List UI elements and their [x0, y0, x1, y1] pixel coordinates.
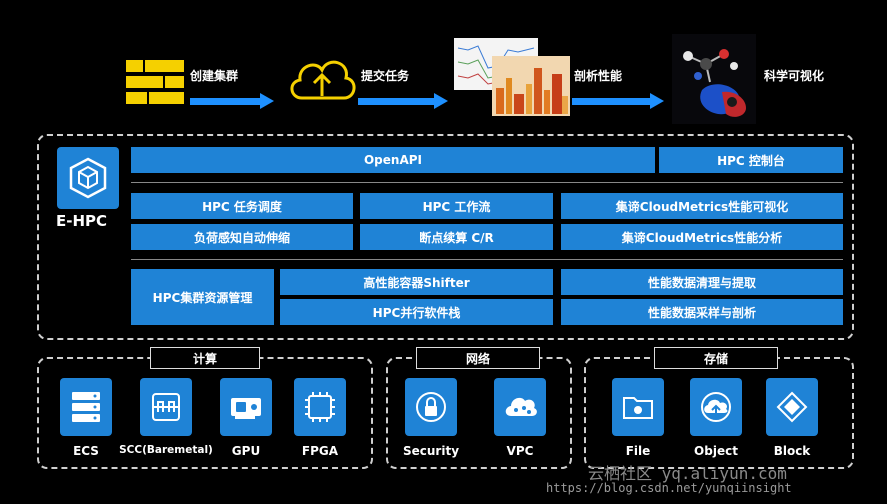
shifter-container-box: 高性能容器Shifter [280, 269, 553, 295]
flow-arrow [358, 93, 448, 109]
fpga-label: FPGA [301, 444, 339, 458]
flow-step-scientific-visualization: 科学可视化 [764, 69, 825, 83]
auto-scaling-box: 负荷感知自动伸缩 [131, 224, 353, 250]
object-label: Object [694, 444, 738, 458]
file-label: File [625, 444, 651, 458]
gpu-label: GPU [231, 444, 261, 458]
compute-title: 计算 [150, 347, 260, 369]
hpc-parallel-stack-box: HPC并行软件栈 [280, 299, 553, 325]
cloudmetrics-visualization-box: 集谛CloudMetrics性能可视化 [561, 193, 843, 219]
hpc-console-box: HPC 控制台 [659, 147, 843, 173]
performance-chart-icon [454, 38, 570, 116]
gpu-card-icon [220, 378, 272, 436]
watermark-brand: 云栖社区 yq.aliyun.com [588, 464, 787, 483]
security-lock-icon [405, 378, 457, 436]
storage-title: 存储 [654, 347, 778, 369]
ehpc-title: E-HPC [56, 212, 108, 230]
flow-arrow [190, 93, 274, 109]
cluster-stack-icon [124, 56, 186, 108]
object-storage-icon [690, 378, 742, 436]
fpga-chip-icon [294, 378, 346, 436]
hpc-cluster-resource-mgmt-box: HPC集群资源管理 [131, 269, 274, 325]
perf-data-cleanup-box: 性能数据清理与提取 [561, 269, 843, 295]
openapi-box: OpenAPI [131, 147, 655, 173]
scc-baremetal-label: SCC(Baremetal) [119, 444, 213, 456]
hpc-job-scheduling-box: HPC 任务调度 [131, 193, 353, 219]
baremetal-chip-icon [140, 378, 192, 436]
file-folder-icon [612, 378, 664, 436]
flow-arrow [572, 93, 664, 109]
vpc-cloud-icon [494, 378, 546, 436]
molecule-visualization-icon [672, 34, 756, 124]
perf-data-sampling-box: 性能数据采样与剖析 [561, 299, 843, 325]
watermark-url: https://blog.csdn.net/yunqiinsight [546, 481, 792, 495]
network-title: 网络 [416, 347, 540, 369]
block-label: Block [773, 444, 811, 458]
ehpc-frame [37, 134, 854, 340]
checkpoint-restart-box: 断点续算 C/R [360, 224, 553, 250]
ecs-label: ECS [73, 444, 99, 458]
server-rack-icon [60, 378, 112, 436]
flow-step-profile-performance: 剖析性能 [574, 69, 623, 83]
security-label: Security [402, 444, 460, 458]
divider [131, 259, 843, 260]
vpc-label: VPC [506, 444, 534, 458]
divider [131, 182, 843, 183]
flow-step-submit-job: 提交任务 [361, 69, 410, 83]
flow-step-create-cluster: 创建集群 [190, 69, 239, 83]
cloudmetrics-analysis-box: 集谛CloudMetrics性能分析 [561, 224, 843, 250]
ehpc-logo-icon [57, 147, 119, 209]
hpc-workflow-box: HPC 工作流 [360, 193, 553, 219]
block-storage-icon [766, 378, 818, 436]
cloud-upload-icon [286, 52, 358, 104]
